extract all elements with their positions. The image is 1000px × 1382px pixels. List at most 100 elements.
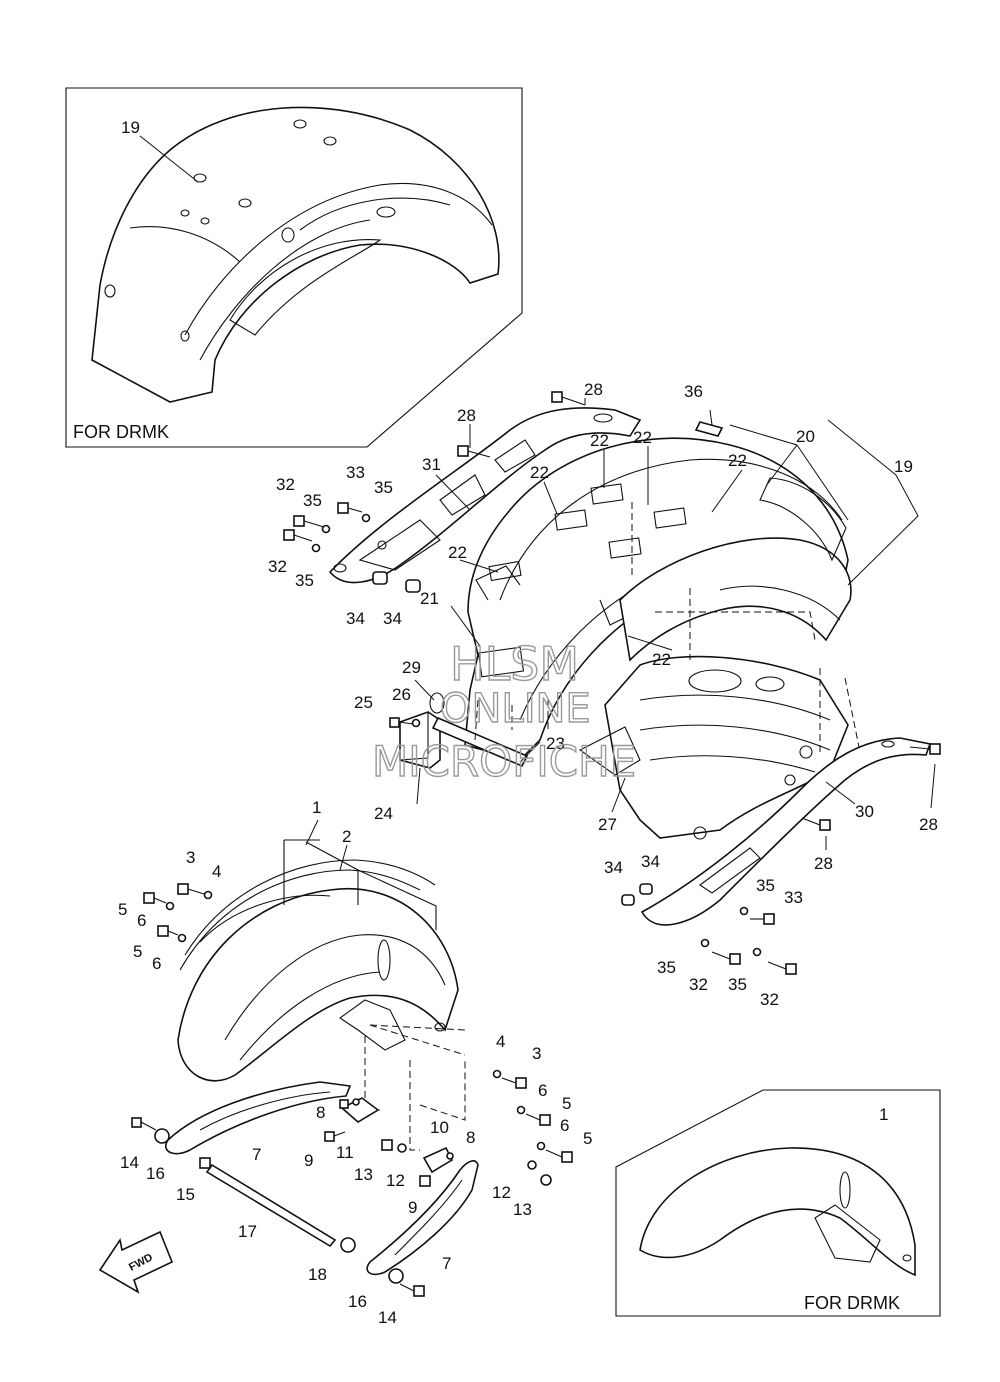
callout-2: 2 [342, 827, 351, 846]
callout-6: 6 [152, 954, 161, 973]
callout-15: 15 [176, 1185, 195, 1204]
bolt [283, 529, 313, 542]
callout-3: 3 [532, 1044, 541, 1063]
callout-33: 33 [346, 463, 365, 482]
callout-35: 35 [295, 571, 314, 590]
callout-36: 36 [684, 382, 703, 401]
callout-5: 5 [583, 1129, 592, 1148]
watermark: HLSM ONLINE MICROFICHE [371, 636, 637, 786]
callout-1: 1 [879, 1105, 888, 1124]
callout-22: 22 [633, 428, 652, 447]
callout-16: 16 [146, 1164, 165, 1183]
callout-8: 8 [466, 1128, 475, 1147]
bolt [143, 892, 167, 904]
callout-5: 5 [562, 1094, 571, 1113]
callout-10: 10 [430, 1118, 449, 1137]
bolt [177, 883, 205, 895]
callout-7: 7 [252, 1145, 261, 1164]
bolt [399, 1283, 425, 1297]
callout-28: 28 [814, 854, 833, 873]
callout-6: 6 [560, 1116, 569, 1135]
rear-stay [431, 716, 529, 768]
callout-22: 22 [652, 650, 671, 669]
callout-18: 18 [308, 1265, 327, 1284]
callout-35: 35 [756, 876, 775, 895]
callout-numbers: 19 28 36 28 22 22 20 22 19 31 33 32 35 3… [118, 118, 938, 1327]
callout-4: 4 [212, 862, 221, 881]
callout-12: 12 [386, 1171, 405, 1190]
callout-32: 32 [760, 990, 779, 1009]
callout-19: 19 [121, 118, 140, 137]
callout-19: 19 [894, 457, 913, 476]
bolt [711, 951, 741, 965]
callout-35: 35 [303, 491, 322, 510]
callout-32: 32 [276, 475, 295, 494]
callout-32: 32 [689, 975, 708, 994]
callout-13: 13 [354, 1165, 373, 1184]
callout-16: 16 [348, 1292, 367, 1311]
bolt [337, 502, 363, 514]
callout-6: 6 [538, 1081, 547, 1100]
callout-30: 30 [855, 802, 874, 821]
front-stay-lower [366, 1160, 479, 1276]
callout-33: 33 [784, 888, 803, 907]
bolt [801, 817, 831, 831]
callout-22: 22 [728, 451, 747, 470]
front-stay-upper [165, 1081, 352, 1155]
callout-35: 35 [374, 478, 393, 497]
callout-28: 28 [919, 815, 938, 834]
bolt [339, 1099, 349, 1109]
bolt [767, 961, 797, 975]
rear-rail-left [328, 407, 642, 584]
bolt [389, 717, 414, 728]
bolt [131, 1117, 157, 1131]
watermark-line1: HLSM [450, 637, 579, 691]
rear-fender-drmk-drawing [91, 106, 500, 403]
callout-17: 17 [238, 1222, 257, 1241]
inset-frame [65, 87, 523, 448]
rear-rail-right [640, 737, 932, 926]
callout-20: 20 [796, 427, 815, 446]
rear-fender-lower [604, 655, 849, 839]
axle [205, 1163, 337, 1248]
callout-9: 9 [408, 1198, 417, 1217]
bolt [293, 515, 325, 528]
callout-14: 14 [378, 1308, 397, 1327]
bolt [551, 391, 586, 406]
callout-26: 26 [392, 685, 411, 704]
callout-24: 24 [374, 804, 393, 823]
inset-frame-bottom [615, 1089, 941, 1317]
callout-22: 22 [590, 431, 609, 450]
inset-caption-top: FOR DRMK [73, 422, 169, 442]
callout-6: 6 [137, 911, 146, 930]
front-fender-drmk-drawing [639, 1147, 916, 1277]
callout-25: 25 [354, 693, 373, 712]
callout-5: 5 [118, 900, 127, 919]
callout-13: 13 [513, 1200, 532, 1219]
callout-34: 34 [346, 609, 365, 628]
bolt [457, 445, 491, 458]
callout-5: 5 [133, 942, 142, 961]
fwd-arrow: FWD [98, 1230, 174, 1294]
callout-29: 29 [402, 658, 421, 677]
callout-21: 21 [420, 589, 439, 608]
watermark-line3: MICROFICHE [372, 737, 636, 786]
callout-34: 34 [604, 858, 623, 877]
callout-4: 4 [496, 1032, 505, 1051]
callout-9: 9 [304, 1151, 313, 1170]
inset-caption-bottom: FOR DRMK [804, 1293, 900, 1313]
rear-fender-assembly [399, 437, 861, 840]
callout-7: 7 [442, 1254, 451, 1273]
callout-11: 11 [336, 1143, 354, 1162]
callout-35: 35 [728, 975, 747, 994]
bolt [750, 913, 775, 925]
callout-3: 3 [186, 848, 195, 867]
callout-22: 22 [448, 543, 467, 562]
rear-hardware [283, 391, 941, 975]
leader-lines [139, 135, 936, 871]
callout-31: 31 [422, 455, 441, 474]
bolt [501, 1077, 527, 1089]
bolt [324, 1131, 346, 1142]
callout-27: 27 [598, 815, 617, 834]
